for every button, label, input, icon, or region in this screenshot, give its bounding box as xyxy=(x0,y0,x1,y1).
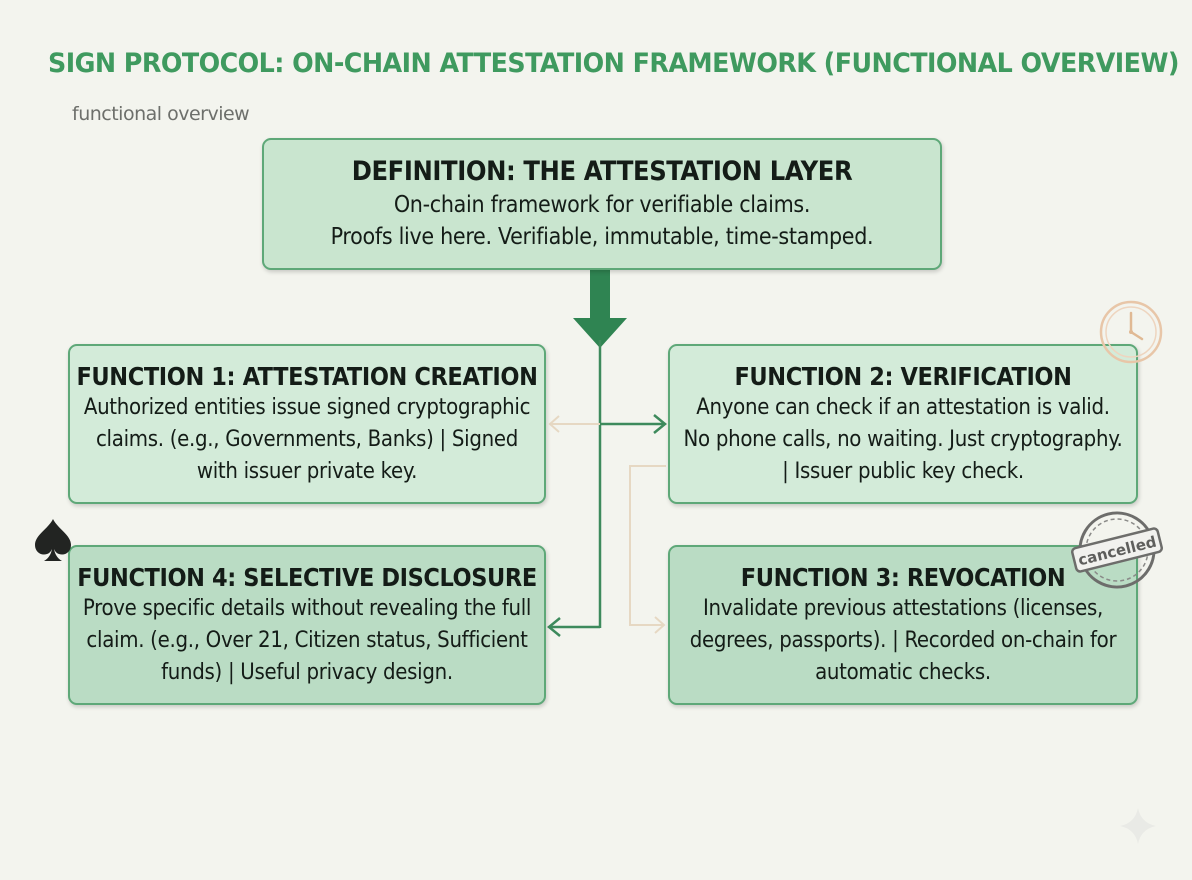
function-3-box: FUNCTION 3: REVOCATION Invalidate previo… xyxy=(668,545,1138,705)
function-3-body: Invalidate previous attestations (licens… xyxy=(689,595,1117,685)
function-2-title: FUNCTION 2: VERIFICATION xyxy=(734,361,1072,391)
function-1-box: FUNCTION 1: ATTESTATION CREATION Authori… xyxy=(68,344,546,504)
function-4-box: FUNCTION 4: SELECTIVE DISCLOSURE Prove s… xyxy=(68,545,546,705)
arrowhead-function-1 xyxy=(548,415,560,433)
function-3-title: FUNCTION 3: REVOCATION xyxy=(740,562,1066,592)
function-1-body: Authorized entities issue signed cryptog… xyxy=(83,394,531,484)
definition-title: DEFINITION: THE ATTESTATION LAYER xyxy=(351,156,853,187)
definition-line-1: On-chain framework for verifiable claims… xyxy=(393,192,811,218)
function-4-title: FUNCTION 4: SELECTIVE DISCLOSURE xyxy=(77,562,537,592)
function-4-body: Prove specific details without revealing… xyxy=(82,595,532,685)
page-subtitle: functional overview xyxy=(72,103,250,125)
function-1-title: FUNCTION 1: ATTESTATION CREATION xyxy=(76,361,538,391)
page-title: SIGN PROTOCOL: ON-CHAIN ATTESTATION FRAM… xyxy=(48,48,1179,79)
function-2-body: Anyone can check if an attestation is va… xyxy=(683,394,1123,484)
definition-line-2: Proofs live here. Verifiable, immutable,… xyxy=(330,224,874,250)
function-2-box: FUNCTION 2: VERIFICATION Anyone can chec… xyxy=(668,344,1138,504)
arrowhead-function-3 xyxy=(654,616,666,634)
elbow-function-2-to-3 xyxy=(629,465,666,626)
definition-box: DEFINITION: THE ATTESTATION LAYER On-cha… xyxy=(262,138,942,270)
arrowhead-function-2 xyxy=(653,414,667,434)
arrowhead-function-4 xyxy=(547,617,561,637)
main-down-arrow xyxy=(573,268,627,348)
